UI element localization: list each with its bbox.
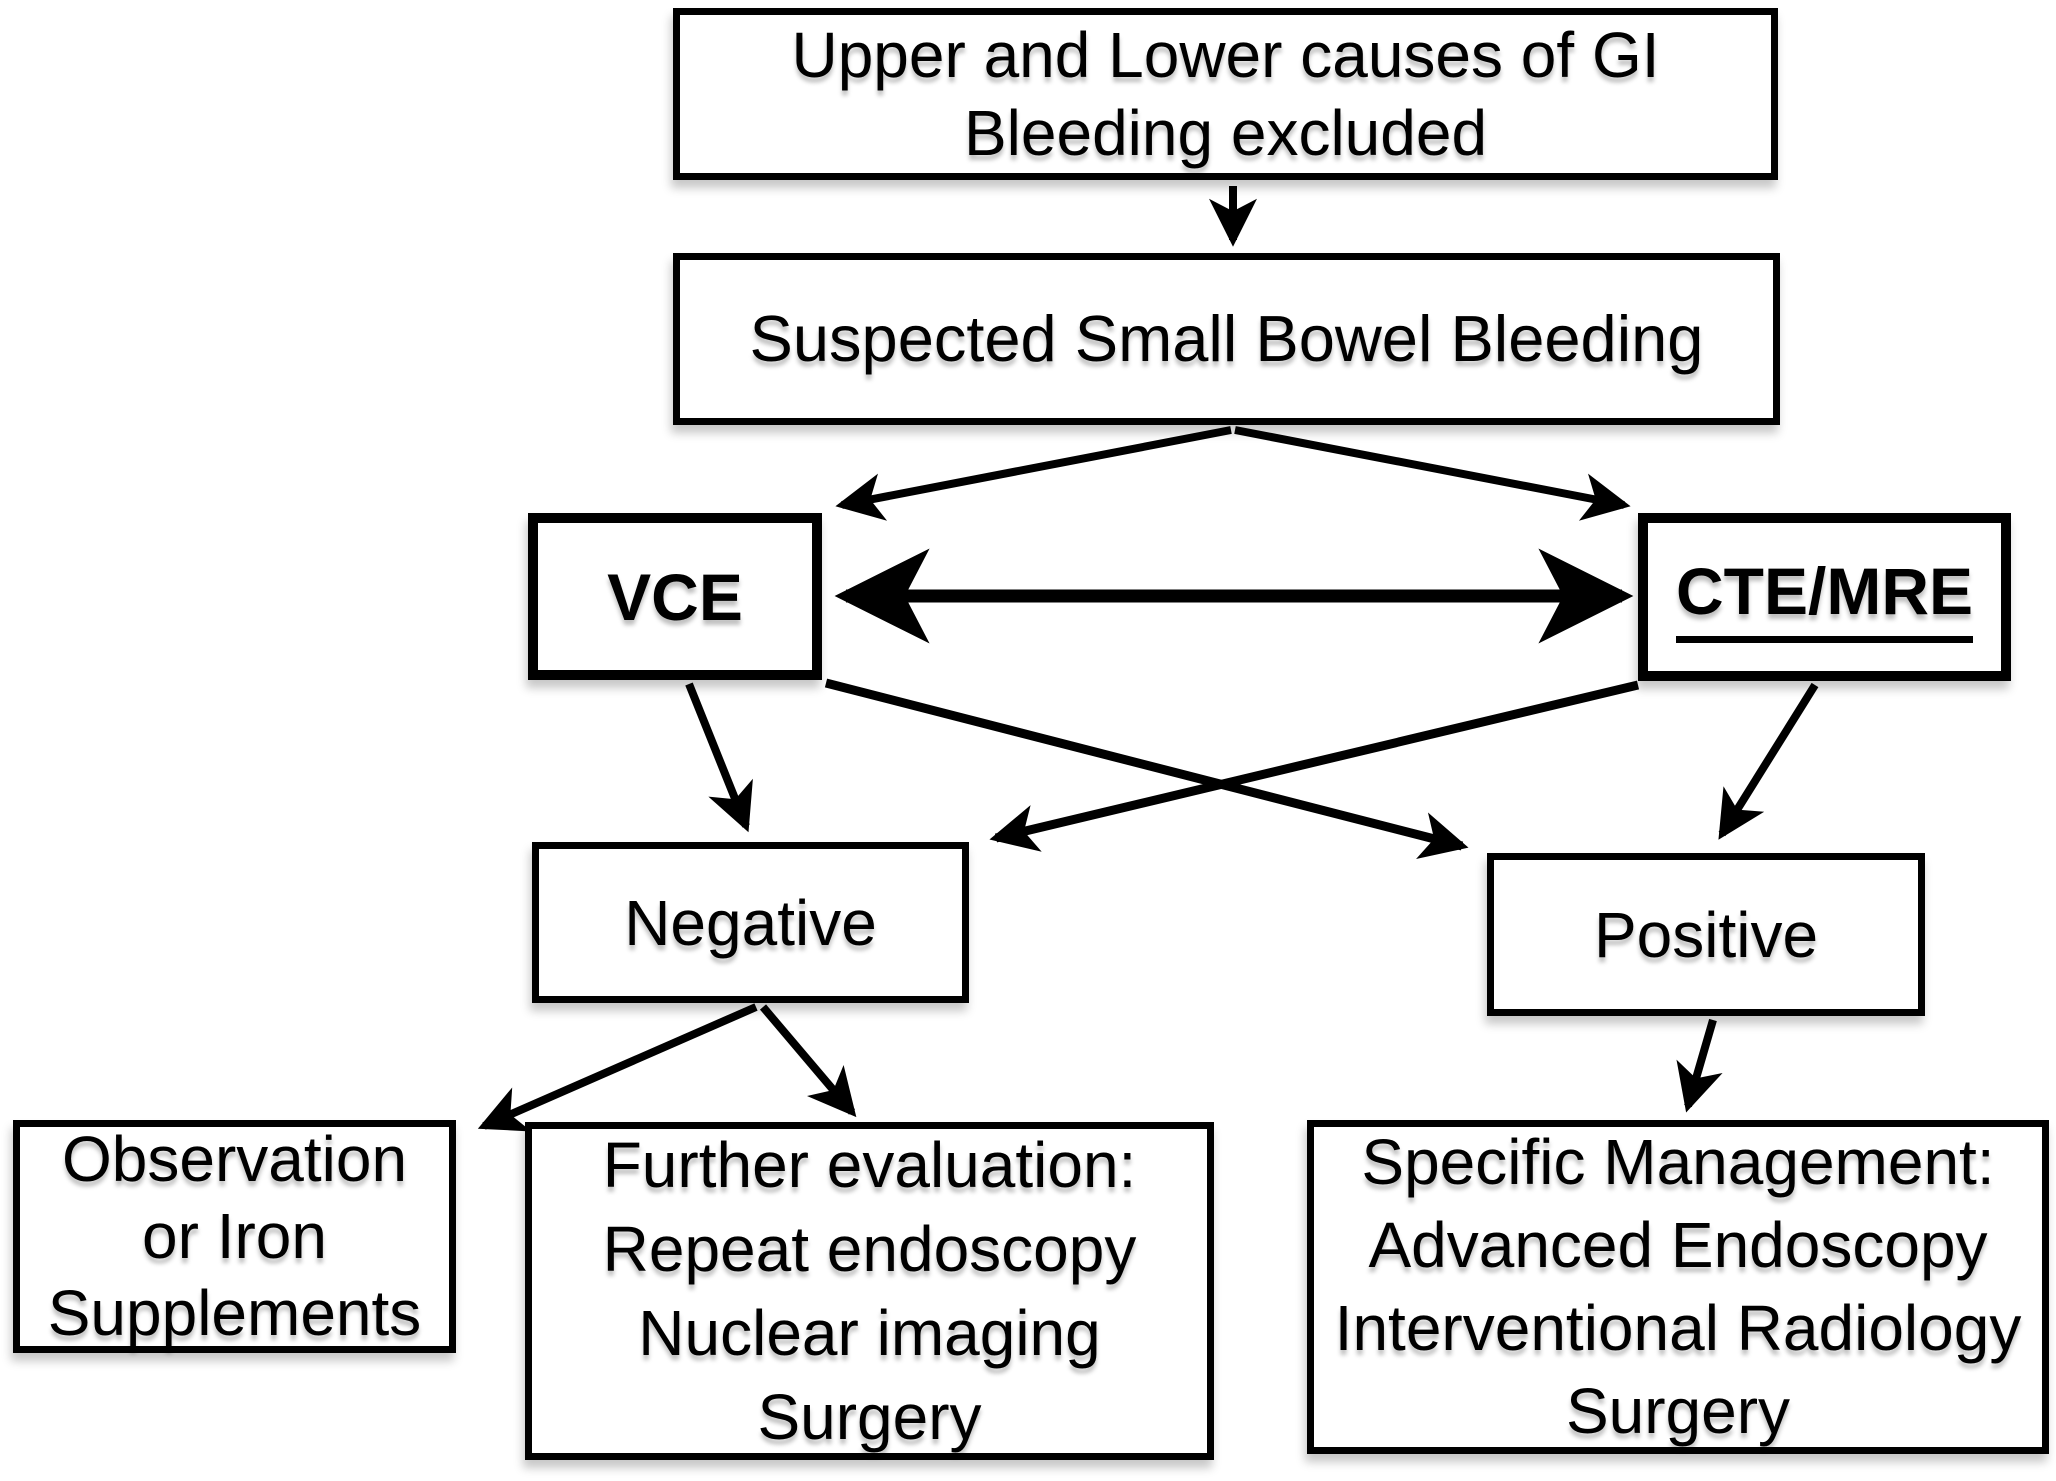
node-label-line: Specific Management: [1361,1126,1995,1198]
node-label-line: Surgery [1565,1375,1791,1447]
arrow-suspected-to-vce [835,426,1232,521]
node-vce: VCE [528,513,822,680]
node-cte-mre: CTE/MRE [1638,513,2011,681]
node-label-line: Negative [624,886,877,959]
node-label-line: VCE [607,559,743,634]
arrow-vce-to-negative [685,682,753,833]
node-label-line: Nuclear imaging [638,1297,1101,1369]
node-label-line: Positive [1593,898,1819,971]
arrow-cte-mre-to-negative [989,680,1640,852]
node-label-line: Upper and Lower causes of GI [791,19,1660,91]
node-label-line: CTE/MRE [1676,552,1973,643]
node-label-line: Suspected Small Bowel Bleeding [749,302,1704,375]
node-label-line: Advanced Endoscopy [1368,1209,1988,1281]
node-positive-result: Positive [1487,853,1925,1016]
node-observation-or-iron-supplements: Observation or Iron Supplements [13,1120,456,1353]
node-label-line: Interventional Radiology [1334,1292,2022,1364]
arrow-vce-to-positive [824,678,1469,860]
node-label-line: Observation [61,1123,408,1195]
node-label-line: Repeat endoscopy [602,1213,1137,1285]
arrow-negative-to-observation [477,1003,758,1132]
node-suspected-small-bowel-bleeding: Suspected Small Bowel Bleeding [673,253,1780,425]
arrow-positive-to-specific-management [1676,1018,1723,1113]
node-label-line: Further evaluation: [602,1129,1137,1201]
node-negative-result: Negative [532,842,969,1003]
arrow-suspected-to-cte-mre [1234,426,1631,521]
node-further-evaluation: Further evaluation: Repeat endoscopy Nuc… [525,1122,1214,1460]
node-label-line: Bleeding excluded [963,97,1488,169]
arrow-cte-mre-to-positive [1718,682,1819,840]
node-gi-bleeding-excluded: Upper and Lower causes of GI Bleeding ex… [673,8,1778,180]
node-specific-management: Specific Management: Advanced Endoscopy … [1307,1120,2049,1454]
node-label-line: or Iron [142,1200,327,1272]
node-label-line: Supplements [47,1277,422,1349]
arrow-negative-to-further-evaluation [759,1004,857,1118]
node-label-line: Surgery [757,1381,982,1453]
